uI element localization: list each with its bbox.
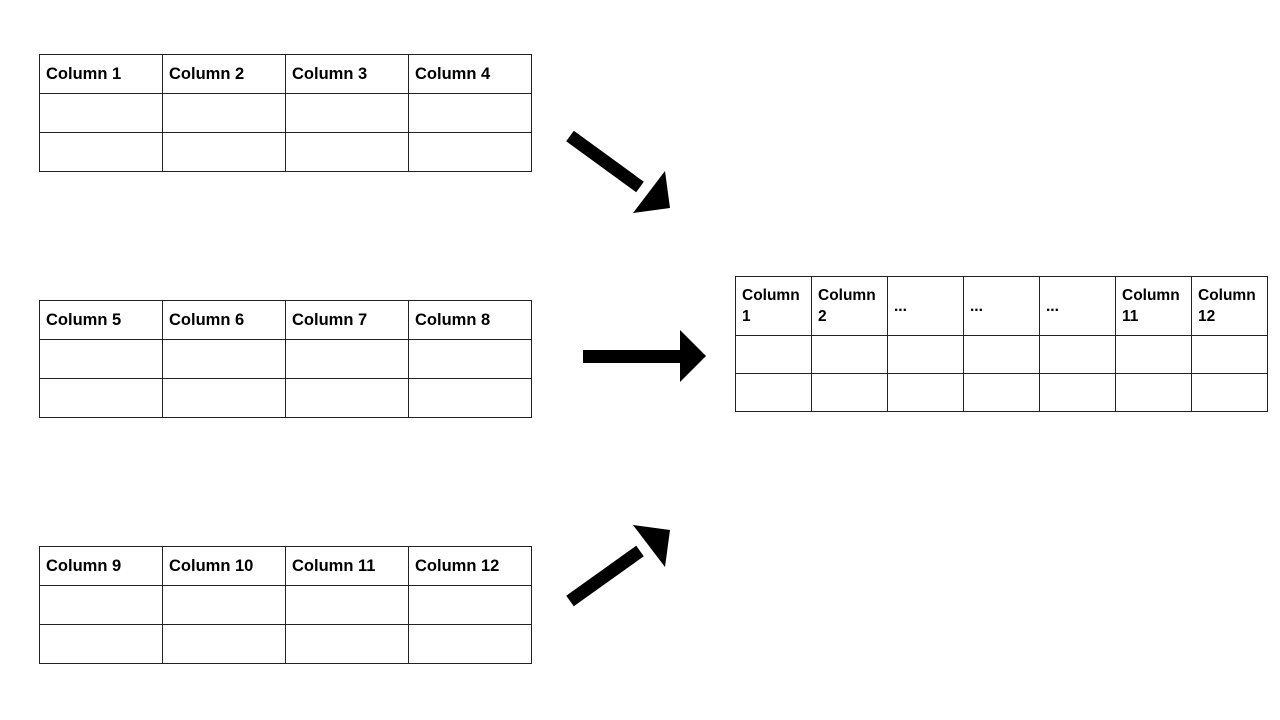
header-cell: ... [887, 276, 964, 336]
table-row [39, 132, 532, 172]
empty-cell [963, 335, 1040, 374]
header-cell: Column 12 [1191, 276, 1268, 336]
header-cell: Column 1 [39, 54, 163, 94]
arrow-down-right-icon [566, 130, 670, 213]
empty-cell [408, 132, 532, 172]
empty-cell [162, 132, 286, 172]
header-cell: Column 11 [285, 546, 409, 586]
header-cell: Column 9 [39, 546, 163, 586]
empty-cell [887, 373, 964, 412]
merged-table: Column 1 Column 2 ... ... ... Column 11 … [735, 276, 1268, 412]
empty-cell [1191, 373, 1268, 412]
empty-cell [408, 339, 532, 379]
empty-cell [1115, 335, 1192, 374]
empty-cell [735, 335, 812, 374]
header-cell: ... [1039, 276, 1116, 336]
empty-cell [408, 378, 532, 418]
arrow-up-right-icon [566, 525, 670, 607]
empty-cell [408, 624, 532, 664]
header-cell: Column 11 [1115, 276, 1192, 336]
empty-cell [408, 585, 532, 625]
table-row [735, 335, 1268, 374]
empty-cell [285, 624, 409, 664]
empty-cell [162, 585, 286, 625]
empty-cell [811, 335, 888, 374]
header-cell: Column 4 [408, 54, 532, 94]
table-row [39, 624, 532, 664]
empty-cell [162, 624, 286, 664]
header-cell: Column 7 [285, 300, 409, 340]
header-row: Column 1 Column 2 ... ... ... Column 11 … [735, 276, 1268, 336]
header-cell: Column 2 [162, 54, 286, 94]
header-cell: Column 1 [735, 276, 812, 336]
header-cell: Column 12 [408, 546, 532, 586]
arrow-right-icon [583, 330, 706, 382]
empty-cell [39, 624, 163, 664]
header-cell: Column 10 [162, 546, 286, 586]
header-cell: Column 8 [408, 300, 532, 340]
input-table-1: Column 1 Column 2 Column 3 Column 4 [39, 54, 532, 172]
header-row: Column 9 Column 10 Column 11 Column 12 [39, 546, 532, 586]
empty-cell [285, 378, 409, 418]
empty-cell [887, 335, 964, 374]
empty-cell [1039, 373, 1116, 412]
empty-cell [1039, 335, 1116, 374]
empty-cell [39, 132, 163, 172]
table-row [735, 373, 1268, 412]
header-cell: Column 2 [811, 276, 888, 336]
empty-cell [811, 373, 888, 412]
header-row: Column 5 Column 6 Column 7 Column 8 [39, 300, 532, 340]
empty-cell [735, 373, 812, 412]
empty-cell [285, 585, 409, 625]
empty-cell [1115, 373, 1192, 412]
header-cell: Column 6 [162, 300, 286, 340]
empty-cell [162, 378, 286, 418]
input-table-3: Column 9 Column 10 Column 11 Column 12 [39, 546, 532, 664]
header-cell: ... [963, 276, 1040, 336]
table-row [39, 378, 532, 418]
header-row: Column 1 Column 2 Column 3 Column 4 [39, 54, 532, 94]
empty-cell [1191, 335, 1268, 374]
input-table-2: Column 5 Column 6 Column 7 Column 8 [39, 300, 532, 418]
empty-cell [39, 378, 163, 418]
empty-cell [963, 373, 1040, 412]
